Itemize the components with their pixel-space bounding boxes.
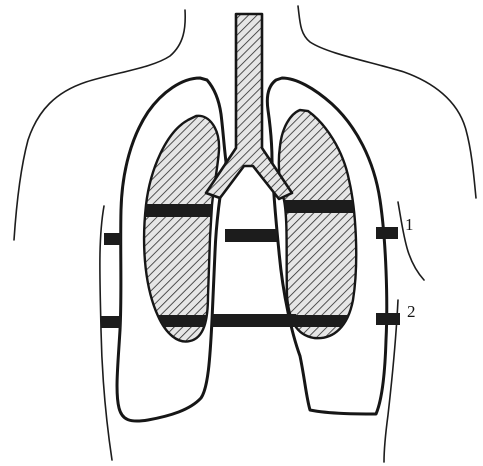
band-1-center-segment [225,229,277,242]
band-2-left-segment [101,316,121,328]
band-2-label: 2 [407,302,416,321]
left-lung-upper-band [140,204,220,217]
left-lung [144,116,219,342]
band-1-left-segment [104,233,121,245]
right-lung [279,110,356,338]
band-2-right-segment [376,313,400,325]
band-2-center-segment [212,314,296,327]
right-lung-upper-band [275,200,365,213]
band-1-right-segment [376,227,398,239]
left-lung-lower-band [140,315,220,327]
right-torso-line [398,202,424,280]
band-1-label: 1 [405,215,414,234]
